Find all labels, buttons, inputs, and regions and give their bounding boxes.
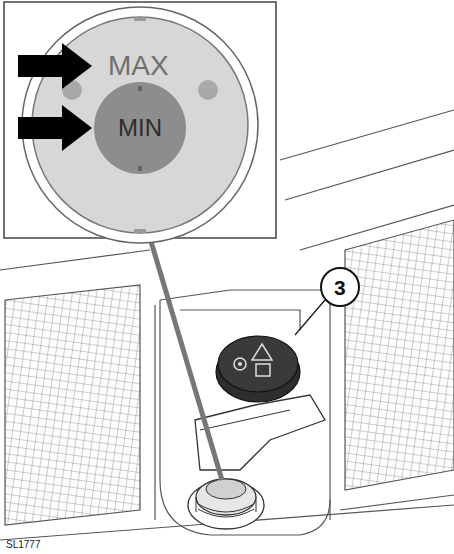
callout-number: 3: [334, 277, 346, 298]
level-mark: MAX: [108, 52, 169, 80]
figure-id: SL1777: [6, 540, 40, 550]
level-mark: MIN: [118, 116, 162, 140]
